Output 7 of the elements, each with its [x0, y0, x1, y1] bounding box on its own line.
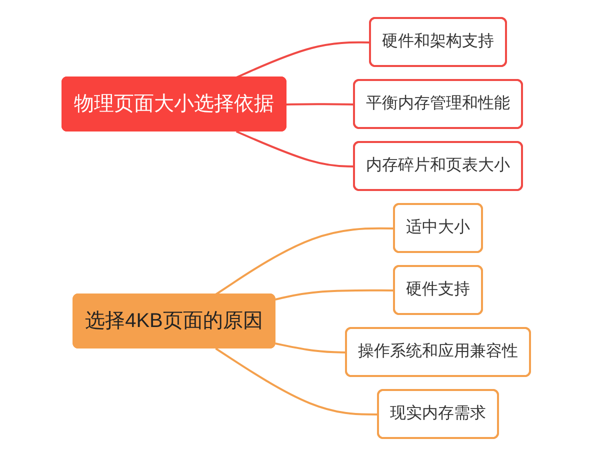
connector: [214, 348, 378, 416]
connector: [274, 342, 346, 354]
connector: [214, 227, 394, 296]
connector: [235, 130, 354, 168]
connector: [274, 289, 394, 300]
connector: [235, 41, 370, 78]
connector: [286, 103, 354, 106]
